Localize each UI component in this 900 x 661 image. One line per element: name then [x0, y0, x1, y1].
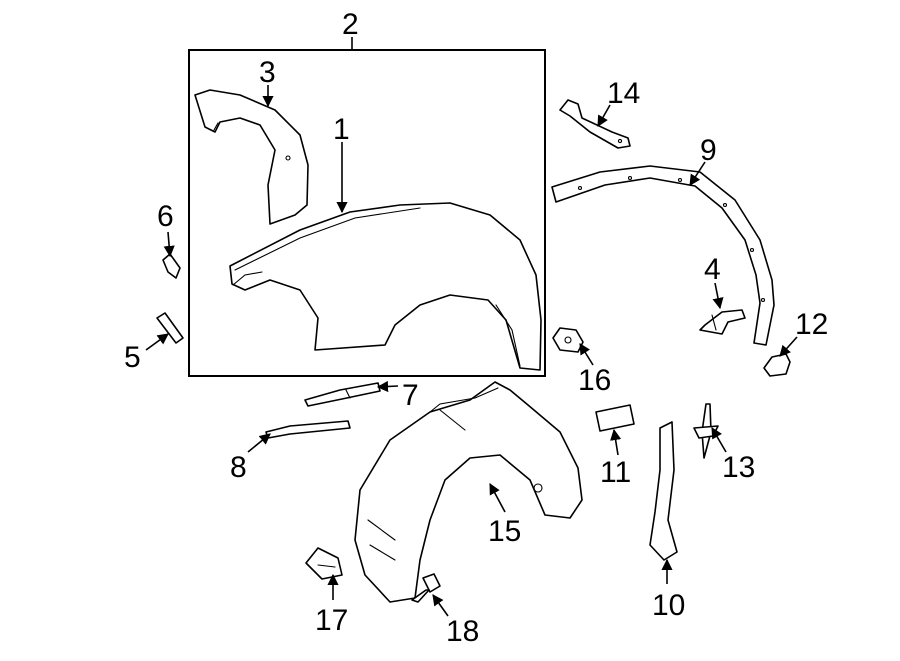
- callout-16: 16: [578, 364, 611, 397]
- callout-3: 3: [259, 56, 276, 89]
- leader-9: [689, 161, 706, 186]
- leader-15: [489, 483, 506, 513]
- part-pad-11: [595, 404, 635, 432]
- part-bolt-7: [304, 382, 381, 407]
- part-fastener-5: [156, 312, 184, 344]
- part-clip-4: [699, 309, 746, 335]
- leader-16: [579, 343, 594, 366]
- part-flare-molding: [551, 165, 775, 346]
- callout-9: 9: [700, 134, 717, 167]
- leader-13: [711, 427, 727, 453]
- leader-5: [145, 333, 169, 351]
- callout-4: 4: [704, 253, 721, 286]
- leader-11: [610, 428, 622, 456]
- leader-7: [376, 380, 399, 393]
- leader-12: [779, 336, 798, 357]
- part-screw-18: [411, 573, 441, 603]
- part-fender: [229, 202, 542, 371]
- leader-4: [712, 282, 724, 310]
- leader-18: [432, 594, 449, 617]
- callout-6: 6: [157, 200, 174, 233]
- part-shield: [194, 89, 309, 225]
- callout-7: 7: [402, 379, 419, 412]
- assembly-frame: [188, 49, 546, 377]
- callout-5: 5: [124, 341, 141, 374]
- callout-8: 8: [230, 451, 247, 484]
- part-nut-16: [552, 327, 584, 353]
- callout-12: 12: [795, 308, 828, 341]
- part-retainer-12: [763, 353, 791, 377]
- part-nut-17: [305, 547, 343, 580]
- callout-17: 17: [315, 604, 348, 637]
- callout-10: 10: [652, 589, 685, 622]
- part-strap-8: [265, 420, 351, 439]
- callout-1: 1: [333, 113, 350, 146]
- callout-14: 14: [607, 77, 640, 110]
- part-wheelhouse-liner: [354, 381, 583, 603]
- callout-18: 18: [446, 615, 479, 648]
- callout-13: 13: [722, 451, 755, 484]
- part-bracket-14: [559, 99, 631, 149]
- callout-11: 11: [600, 456, 631, 489]
- callout-15: 15: [488, 515, 521, 548]
- callout-2: 2: [342, 8, 359, 41]
- leader-14: [597, 104, 611, 127]
- leader-8: [247, 433, 271, 453]
- part-seal-10: [649, 421, 678, 561]
- part-fastener-6: [162, 253, 181, 279]
- leader-6: [163, 231, 175, 258]
